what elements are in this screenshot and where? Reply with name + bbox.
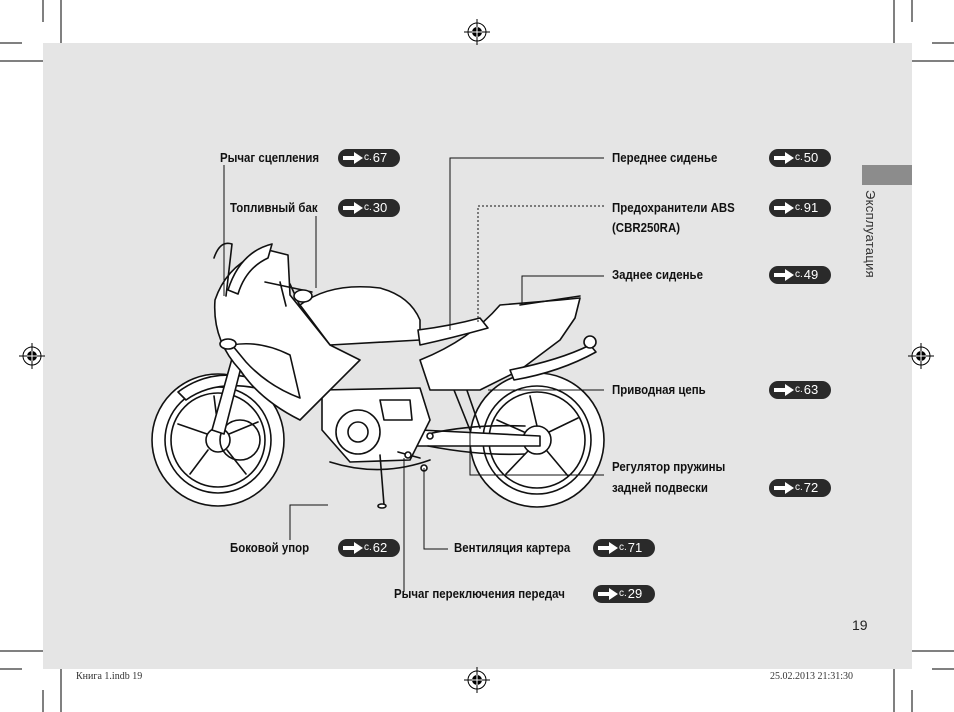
label-abs-fuses-line2: (CBR250RA) [612, 220, 681, 235]
footer-file-info: Книга 1.indb 19 [76, 671, 143, 682]
page-ref-number: 50 [803, 150, 819, 165]
page-ref-number: 67 [372, 150, 388, 165]
page-ref-number: 30 [372, 200, 388, 215]
arrow-right-icon [343, 202, 363, 214]
page-ref-clutch-lever[interactable]: с.67 [338, 149, 400, 167]
page-ref-fuel-tank[interactable]: с.30 [338, 199, 400, 217]
footer-timestamp: 25.02.2013 21:31:30 [770, 671, 854, 682]
page-ref-drive-chain[interactable]: с.63 [769, 381, 831, 399]
leader-crankcase-breather [423, 468, 448, 550]
page-ref-number: 29 [627, 586, 643, 601]
label-fuel-tank: Топливный бак [230, 200, 318, 215]
page-ref-prefix: с. [795, 269, 803, 280]
page-ref-number: 62 [372, 540, 388, 555]
page-ref-number: 91 [803, 200, 819, 215]
label-rear-spring-line2: задней подвески [612, 480, 708, 495]
label-abs-fuses-line1: Предохранители ABS [612, 200, 735, 215]
leader-front-seat [449, 157, 604, 330]
arrow-right-icon [774, 269, 794, 281]
arrow-right-icon [343, 542, 363, 554]
leader-rear-spring [469, 430, 604, 476]
page-ref-number: 71 [627, 540, 643, 555]
arrow-right-icon [598, 542, 618, 554]
label-side-stand: Боковой упор [230, 540, 310, 555]
page-ref-rear-seat[interactable]: с.49 [769, 266, 831, 284]
leader-abs-fuses [477, 205, 604, 322]
page-ref-gearshift-lever[interactable]: с.29 [593, 585, 655, 603]
label-clutch-lever: Рычаг сцепления [220, 150, 320, 165]
label-crankcase-breather: Вентиляция картера [454, 540, 571, 555]
arrow-right-icon [774, 202, 794, 214]
page-ref-abs-fuses[interactable]: с.91 [769, 199, 831, 217]
page-ref-rear-spring[interactable]: с.72 [769, 479, 831, 497]
registration-mark-right [907, 342, 935, 370]
page-ref-prefix: с. [795, 482, 803, 493]
leader-rear-seat [521, 275, 604, 304]
arrow-right-icon [774, 384, 794, 396]
section-title: Эксплуатация [863, 190, 878, 278]
label-front-seat: Переднее сиденье [612, 150, 718, 165]
page-ref-prefix: с. [795, 202, 803, 213]
page-ref-number: 63 [803, 382, 819, 397]
page-number: 19 [852, 617, 868, 633]
page-ref-number: 49 [803, 267, 819, 282]
section-tab [862, 165, 912, 185]
page-ref-prefix: с. [619, 542, 627, 553]
page-ref-prefix: с. [364, 542, 372, 553]
arrow-right-icon [774, 152, 794, 164]
arrow-right-icon [774, 482, 794, 494]
page-ref-prefix: с. [619, 588, 627, 599]
page-ref-front-seat[interactable]: с.50 [769, 149, 831, 167]
arrow-right-icon [598, 588, 618, 600]
page-ref-side-stand[interactable]: с.62 [338, 539, 400, 557]
page-ref-number: 72 [803, 480, 819, 495]
page-ref-crankcase-breather[interactable]: с.71 [593, 539, 655, 557]
page-ref-prefix: с. [795, 152, 803, 163]
arrow-right-icon [343, 152, 363, 164]
registration-mark-top [463, 18, 491, 46]
registration-mark-bottom [463, 666, 491, 694]
leader-side-stand [289, 504, 328, 540]
label-rear-seat: Заднее сиденье [612, 267, 703, 282]
page-ref-prefix: с. [795, 384, 803, 395]
label-rear-spring-line1: Регулятор пружины [612, 459, 726, 474]
label-drive-chain: Приводная цепь [612, 382, 706, 397]
page-ref-prefix: с. [364, 202, 372, 213]
registration-mark-left [18, 342, 46, 370]
label-gearshift-lever: Рычаг переключения передач [394, 586, 565, 601]
page-ref-prefix: с. [364, 152, 372, 163]
